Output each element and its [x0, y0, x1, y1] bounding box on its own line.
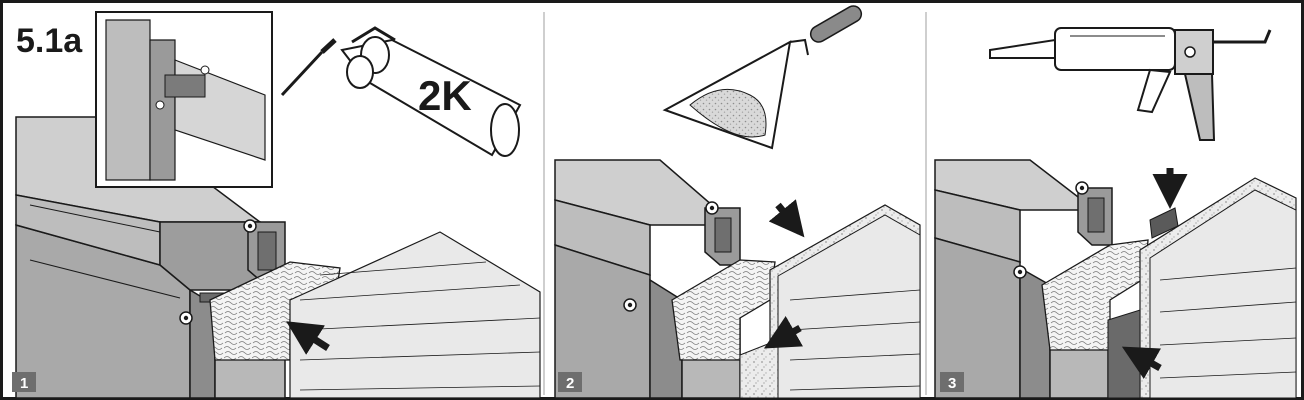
step-badge-3: 3: [940, 372, 964, 392]
svg-text:3: 3: [948, 375, 956, 392]
cartridge-label: 2K: [418, 72, 472, 119]
panel-2: 2: [554, 5, 921, 399]
svg-text:1: 1: [20, 375, 28, 392]
tile-surface: [739, 204, 921, 399]
arrow-joint-top: [768, 199, 805, 238]
trowel-with-mortar-icon: [662, 5, 863, 150]
figure-title: 5.1a: [16, 22, 83, 60]
arrow-sealant-bottom: [1121, 346, 1162, 379]
arrow-joint-bottom: [763, 315, 803, 349]
tile-surface: [289, 231, 541, 399]
frame-body: [934, 159, 1098, 399]
arrow-foam: [286, 321, 330, 355]
panel-1: 5.1a 2K 1: [12, 11, 541, 399]
panel-3: 3: [934, 27, 1297, 399]
svg-text:2: 2: [566, 375, 574, 392]
tile-surface: [1107, 177, 1297, 399]
two-component-adhesive-cartridge-icon: 2K: [280, 26, 522, 157]
step-badge-1: 1: [12, 372, 36, 392]
foam-filling: [1041, 239, 1149, 351]
detail-inset: [95, 11, 273, 188]
frame-body: [15, 116, 263, 399]
frame-body: [554, 159, 738, 399]
step-badge-2: 2: [558, 372, 582, 392]
caulking-gun-icon: [989, 27, 1272, 141]
foam-filling: [671, 259, 776, 361]
